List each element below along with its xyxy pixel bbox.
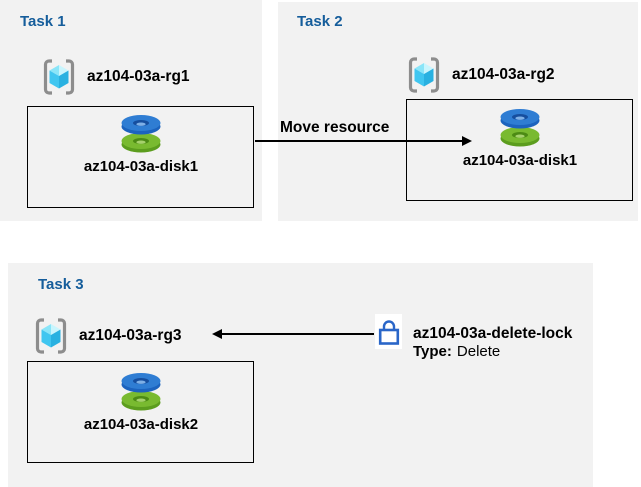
resource-group-icon (43, 59, 75, 95)
lock-type: Type:Delete (413, 343, 572, 361)
task2-resource-box (406, 99, 633, 201)
lock-type-value: Delete (456, 343, 501, 360)
task1-disk: az104-03a-disk1 (27, 113, 255, 175)
task3-disk: az104-03a-disk2 (27, 371, 255, 433)
move-resource-label: Move resource (280, 119, 390, 136)
task3-panel (8, 263, 593, 487)
task2-panel (278, 2, 638, 221)
disk-icon (121, 373, 161, 411)
move-arrow-line (255, 140, 462, 142)
lock-icon (375, 314, 402, 349)
resource-group-rg3: az104-03a-rg3 (34, 316, 182, 356)
resource-group-icon (35, 318, 67, 354)
disk-name: az104-03a-disk1 (83, 158, 199, 175)
lock-name: az104-03a-delete-lock (413, 325, 573, 342)
lock-arrowhead-icon (212, 329, 222, 339)
lock-annotation: az104-03a-delete-lock Type:Delete (413, 325, 572, 361)
padlock-icon (378, 319, 399, 345)
disk-name: az104-03a-disk2 (83, 416, 199, 433)
task1-panel (0, 0, 262, 221)
task2-title: Task 2 (297, 13, 343, 30)
task3-title: Task 3 (38, 276, 84, 293)
task1-resource-box (27, 106, 254, 208)
resource-group-rg1: az104-03a-rg1 (42, 57, 190, 97)
resource-group-name: az104-03a-rg2 (452, 66, 555, 83)
disk-icon (121, 115, 161, 153)
disk-name: az104-03a-disk1 (462, 152, 578, 169)
resource-group-rg2: az104-03a-rg2 (407, 55, 555, 95)
lock-type-label: Type: (413, 343, 452, 360)
task1-title: Task 1 (20, 13, 66, 30)
lock-arrow-line (222, 333, 374, 335)
resource-group-name: az104-03a-rg1 (87, 68, 190, 85)
task3-resource-box (27, 361, 254, 463)
move-arrowhead-icon (462, 136, 472, 146)
resource-group-icon (408, 57, 440, 93)
task2-disk: az104-03a-disk1 (406, 107, 634, 169)
disk-icon (500, 109, 540, 147)
resource-group-name: az104-03a-rg3 (79, 327, 182, 344)
